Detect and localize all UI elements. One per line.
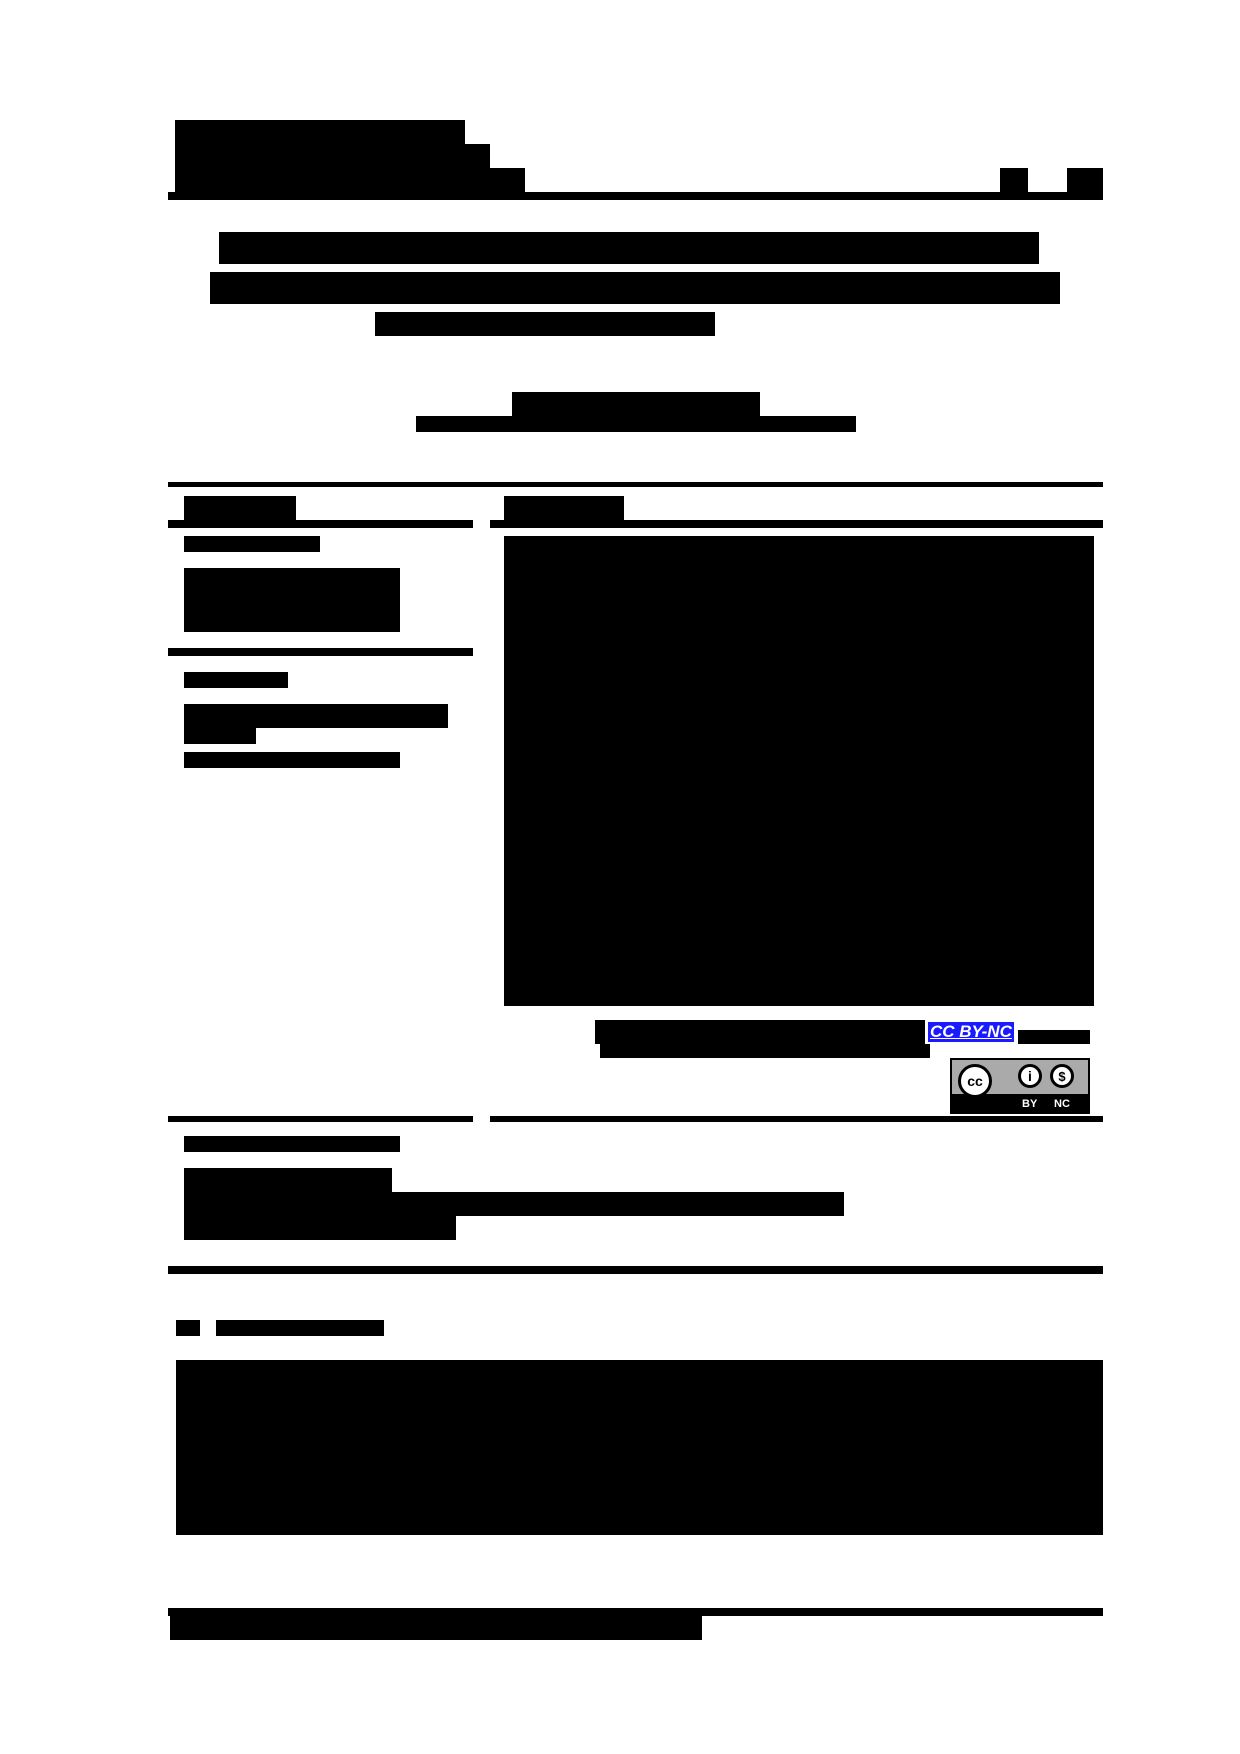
title-line-3 [375, 312, 715, 336]
abstract-heading [504, 496, 624, 520]
abstract-rule [490, 520, 1103, 528]
license-link[interactable]: CC BY-NC [928, 1022, 1014, 1042]
introduction-heading [216, 1320, 384, 1336]
article-info-rule-2 [168, 648, 473, 656]
author-names [512, 392, 760, 416]
corresponding-author-email [184, 1216, 456, 1240]
journal-name-redacted [175, 120, 465, 144]
info-top-rule [168, 482, 1103, 487]
author-affiliation [416, 416, 856, 432]
footer-rule [168, 1608, 1103, 1616]
article-history-dates [184, 568, 400, 632]
title-line-1 [219, 232, 1039, 264]
corresponding-author-heading [184, 1136, 400, 1152]
keywords-heading [184, 672, 288, 688]
license-suffix [1018, 1030, 1090, 1044]
page-number-redacted [1000, 168, 1028, 192]
cc-icon: cc [958, 1064, 992, 1098]
title-line-2 [210, 272, 1060, 304]
section-number [176, 1320, 200, 1336]
corresponding-author-affiliation [184, 1192, 844, 1216]
info-bottom-rule-left [168, 1116, 473, 1122]
header-rule [168, 192, 1103, 200]
info-bottom-rule-right [490, 1116, 1103, 1122]
corresponding-author-name [184, 1168, 392, 1192]
article-info-heading [184, 496, 296, 520]
corresponding-bottom-rule [168, 1266, 1103, 1274]
by-attribution-icon: i [1018, 1064, 1042, 1088]
journal-issn-redacted [175, 168, 525, 192]
nc-noncommercial-icon: $ [1050, 1064, 1074, 1088]
abstract-body [504, 536, 1094, 1006]
cc-by-nc-badge[interactable]: cc i $ BY NC [950, 1058, 1090, 1114]
nc-label: NC [1054, 1098, 1070, 1110]
keywords-list-3 [184, 752, 400, 768]
introduction-body [176, 1360, 1103, 1535]
journal-volume-redacted [175, 144, 490, 168]
page-number-redacted-2 [1067, 168, 1103, 192]
license-line-2 [600, 1044, 930, 1058]
article-info-rule [168, 520, 473, 528]
badge-strip [952, 1094, 1088, 1112]
keywords-list [184, 704, 448, 728]
by-label: BY [1022, 1098, 1038, 1110]
license-line-1 [595, 1020, 925, 1044]
footer-text [170, 1616, 702, 1640]
keywords-list-2 [184, 728, 256, 744]
article-history-heading [184, 536, 320, 552]
